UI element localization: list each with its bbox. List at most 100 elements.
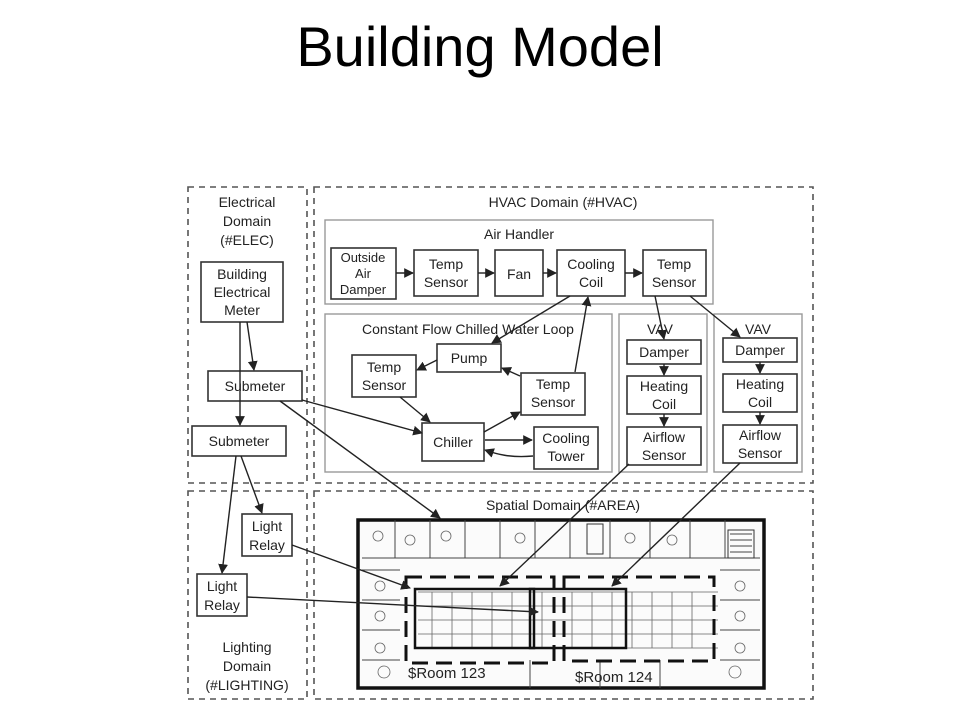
arrow-relay2-to-room bbox=[246, 596, 539, 617]
light-relay-node-1: Light Relay bbox=[241, 513, 293, 557]
vav1-damper-node: Damper bbox=[626, 339, 702, 365]
submeter-node-1: Submeter bbox=[207, 370, 303, 402]
arrow-tower-to-chiller bbox=[484, 448, 534, 458]
svg-text:Electrical: Electrical bbox=[214, 284, 271, 300]
loop-temp-sensor-left-node: Temp Sensor bbox=[351, 354, 417, 398]
svg-text:Sensor: Sensor bbox=[652, 274, 697, 290]
electrical-domain-box bbox=[187, 186, 308, 484]
vav2-damper-node: Damper bbox=[722, 337, 798, 363]
cooling-coil-node: Cooling Coil bbox=[556, 249, 626, 297]
arrow-meter-to-submeter1 bbox=[246, 321, 258, 371]
submeter-node-2: Submeter bbox=[191, 425, 287, 457]
svg-text:Fan: Fan bbox=[507, 266, 531, 282]
room-124-solid-outline bbox=[528, 587, 628, 650]
svg-text:Temp: Temp bbox=[657, 256, 691, 272]
arrow-submeter-to-relay1 bbox=[240, 455, 264, 514]
svg-text:Damper: Damper bbox=[340, 282, 387, 297]
svg-text:Cooling: Cooling bbox=[567, 256, 614, 272]
arrow-coil-to-pump bbox=[491, 295, 571, 344]
room-123-label: $Room 123 bbox=[408, 665, 486, 682]
svg-text:Sensor: Sensor bbox=[738, 445, 783, 461]
spatial-domain-label: Spatial Domain (#AREA) bbox=[486, 497, 640, 513]
electrical-domain-label-2: Domain bbox=[223, 213, 271, 229]
svg-text:Airflow: Airflow bbox=[739, 427, 782, 443]
outside-air-damper-node: Outside Air Damper bbox=[330, 247, 397, 300]
arrow-temp-to-coil bbox=[574, 296, 592, 373]
svg-text:Meter: Meter bbox=[224, 302, 260, 318]
svg-text:Chiller: Chiller bbox=[433, 434, 473, 450]
vav1-heating-coil-node: Heating Coil bbox=[626, 375, 702, 415]
svg-text:Air: Air bbox=[355, 266, 372, 281]
svg-text:Heating: Heating bbox=[736, 376, 784, 392]
lighting-domain-label-1: Lighting bbox=[222, 639, 271, 655]
arrow-temp-to-pump bbox=[501, 367, 521, 377]
arrow-temp-to-chiller bbox=[399, 396, 431, 423]
svg-text:Damper: Damper bbox=[735, 342, 785, 358]
arrow-ahu-to-vav1 bbox=[654, 295, 667, 340]
arrow-chiller-to-temp bbox=[483, 411, 521, 433]
arrow-submeter-to-area bbox=[279, 400, 441, 519]
chiller-node: Chiller bbox=[421, 422, 485, 462]
arrow-vav1-to-room123 bbox=[499, 463, 630, 587]
lighting-domain-label-2: Domain bbox=[223, 658, 271, 674]
pump-node: Pump bbox=[436, 343, 502, 373]
svg-text:Sensor: Sensor bbox=[642, 447, 687, 463]
room-124-label: $Room 124 bbox=[575, 669, 653, 686]
chilled-water-loop-label: Constant Flow Chilled Water Loop bbox=[362, 321, 574, 337]
slide-title: Building Model bbox=[296, 15, 664, 78]
electrical-domain-label-1: Electrical bbox=[219, 194, 276, 210]
svg-text:Relay: Relay bbox=[204, 597, 240, 613]
svg-text:Pump: Pump bbox=[451, 350, 488, 366]
svg-text:Cooling: Cooling bbox=[542, 430, 589, 446]
room-123-dashed-outline bbox=[404, 575, 556, 665]
svg-text:Airflow: Airflow bbox=[643, 429, 686, 445]
hvac-domain-label: HVAC Domain (#HVAC) bbox=[489, 194, 638, 210]
arrow-submeter-to-relay2 bbox=[218, 455, 237, 574]
vav-right-group bbox=[713, 313, 803, 473]
hvac-domain-box bbox=[313, 186, 814, 484]
fan-node: Fan bbox=[494, 249, 544, 297]
svg-text:Outside: Outside bbox=[341, 250, 386, 265]
svg-text:Coil: Coil bbox=[652, 396, 676, 412]
vav2-airflow-sensor-node: Airflow Sensor bbox=[722, 424, 798, 464]
air-handler-group bbox=[324, 219, 714, 305]
electrical-domain-label-3: (#ELEC) bbox=[220, 232, 274, 248]
room-124-dashed-outline bbox=[562, 575, 716, 663]
svg-text:Sensor: Sensor bbox=[362, 377, 407, 393]
svg-text:Coil: Coil bbox=[748, 394, 772, 410]
svg-text:Submeter: Submeter bbox=[209, 433, 270, 449]
svg-text:Light: Light bbox=[207, 578, 237, 594]
vav-left-group bbox=[618, 313, 708, 473]
svg-text:Temp: Temp bbox=[429, 256, 463, 272]
spatial-domain-box bbox=[313, 490, 814, 700]
lighting-domain-label-3: (#LIGHTING) bbox=[205, 677, 288, 693]
cooling-tower-node: Cooling Tower bbox=[533, 426, 599, 470]
svg-text:Submeter: Submeter bbox=[225, 378, 286, 394]
vav-right-label: VAV bbox=[745, 321, 772, 337]
air-handler-label: Air Handler bbox=[484, 226, 554, 242]
desk-grid bbox=[418, 591, 718, 649]
loop-temp-sensor-right-node: Temp Sensor bbox=[520, 372, 586, 416]
arrow-vav2-to-room124 bbox=[611, 462, 741, 587]
svg-text:Building: Building bbox=[217, 266, 267, 282]
ah-temp-sensor-1-node: Temp Sensor bbox=[413, 249, 479, 297]
svg-text:Coil: Coil bbox=[579, 274, 603, 290]
svg-text:Temp: Temp bbox=[367, 359, 401, 375]
ah-temp-sensor-2-node: Temp Sensor bbox=[642, 249, 707, 297]
arrow-relay1-to-room bbox=[291, 544, 411, 590]
svg-text:Heating: Heating bbox=[640, 378, 688, 394]
svg-text:Temp: Temp bbox=[536, 376, 570, 392]
arrow-ahu-to-vav2 bbox=[689, 295, 741, 338]
svg-text:Sensor: Sensor bbox=[424, 274, 469, 290]
vav2-heating-coil-node: Heating Coil bbox=[722, 373, 798, 413]
room-123-solid-outline bbox=[413, 587, 536, 650]
svg-text:Relay: Relay bbox=[249, 537, 285, 553]
light-relay-node-2: Light Relay bbox=[196, 573, 248, 617]
lighting-domain-box bbox=[187, 490, 308, 700]
svg-text:Damper: Damper bbox=[639, 344, 689, 360]
chilled-water-loop-group bbox=[324, 313, 613, 473]
svg-text:Tower: Tower bbox=[547, 448, 585, 464]
arrow-pump-to-temp bbox=[416, 359, 438, 371]
svg-text:Light: Light bbox=[252, 518, 282, 534]
